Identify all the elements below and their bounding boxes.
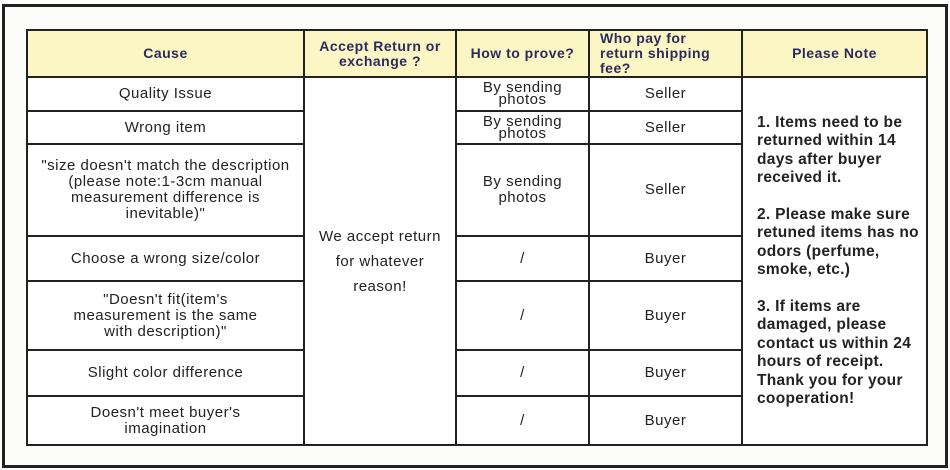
pay-cell: Seller [588,110,743,145]
cause-cell: "Doesn't fit(item's measurement is the s… [26,280,305,351]
table-row: Slight color difference / Buyer [26,349,927,397]
prove-cell: By sending photos [455,76,590,112]
prove-cell: By sending photos [455,110,590,145]
header-cause: Cause [26,29,305,78]
pay-cell: Buyer [588,395,743,446]
accept-cell: We accept return for whatever reason! [303,76,457,446]
cause-cell: Quality Issue [26,76,305,112]
note-2: 2. Please make sure retuned items has no… [757,205,919,279]
header-accept: Accept Return or exchange ? [303,29,457,78]
header-note: Please Note [741,29,928,78]
cause-cell: Choose a wrong size/color [26,235,305,282]
cause-cell: Slight color difference [26,349,305,397]
return-policy-table: Cause Accept Return or exchange ? How to… [26,29,928,446]
table-row: Choose a wrong size/color / Buyer [26,235,927,282]
note-1: 1. Items need to be returned within 14 d… [757,113,903,187]
table-row: "size doesn't match the description (ple… [26,143,927,237]
header-pay: Who pay for return shipping fee? [588,29,743,78]
pay-cell: Seller [588,143,743,237]
accept-text: We accept return for whatever reason! [319,227,441,295]
prove-cell: / [455,235,590,282]
table-row: "Doesn't fit(item's measurement is the s… [26,280,927,351]
cause-cell: Doesn't meet buyer's imagination [26,395,305,446]
note-3: 3. If items are damaged, please contact … [757,297,912,408]
cause-cell: "size doesn't match the description (ple… [26,143,305,237]
pay-cell: Seller [588,76,743,112]
prove-cell: / [455,280,590,351]
prove-cell: By sending photos [455,143,590,237]
header-prove: How to prove? [455,29,590,78]
pay-cell: Buyer [588,349,743,397]
table-row: Quality Issue We accept return for whate… [26,76,928,446]
pay-cell: Buyer [588,235,743,282]
prove-cell: / [455,349,590,397]
notes-cell: 1. Items need to be returned within 14 d… [741,76,928,446]
table-row: Doesn't meet buyer's imagination / Buyer [26,395,927,446]
prove-cell: / [455,395,590,446]
pay-cell: Buyer [588,280,743,351]
header-row: Cause Accept Return or exchange ? How to… [26,29,928,78]
cause-cell: Wrong item [26,110,305,145]
table-row: Wrong item By sending photos Seller [26,110,927,145]
